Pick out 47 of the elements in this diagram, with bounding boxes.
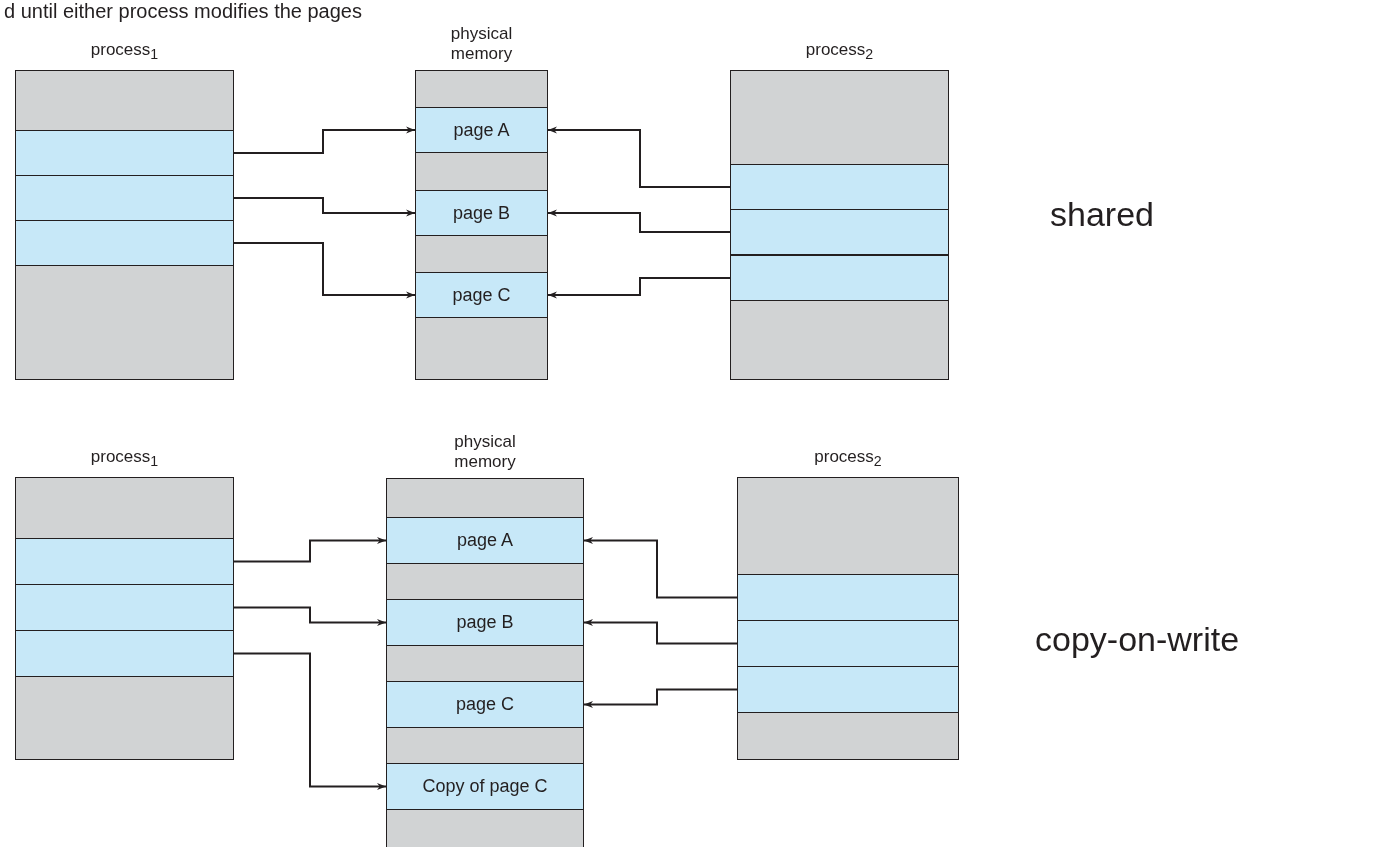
panel-label: shared [1050,195,1154,234]
page-slot [15,175,234,221]
heading-text: d until either process modifies the pages [4,0,362,23]
arrow [233,606,387,627]
panel-label: copy-on-write [1035,620,1240,659]
node-box [415,190,548,236]
block-heading: process$_{2}$ [805,39,874,64]
page-label: page A [456,530,514,551]
arrow [583,688,738,709]
page-slot [730,164,949,210]
arrow [547,277,731,299]
block-heading: process$_{1}$ [90,446,159,471]
node-box [415,272,548,318]
block-heading: process$_{2}$ [814,446,882,471]
arrow [233,126,416,154]
page-slot [15,630,234,677]
arrow [583,536,738,599]
page-slot [737,620,959,667]
node-box [386,763,584,810]
arrow [583,618,738,645]
node-box [415,107,548,153]
page-slot [15,220,234,266]
node-box [386,517,584,564]
arrow [233,242,416,299]
arrow [547,126,731,188]
page-label: page B [456,612,514,633]
page-slot [15,538,234,585]
page-slot [730,255,949,301]
page-slot [15,130,234,176]
arrow [233,652,387,791]
node-box [386,599,584,646]
block-heading: physical memory [449,24,514,64]
page-label: Copy of page C [422,776,548,797]
page-slot [730,209,949,255]
arrow [233,536,387,563]
page-label: page C [455,694,514,715]
arrow [233,197,416,217]
page-label: page C [452,284,511,306]
page-slot [737,574,959,621]
page-slot [737,666,959,713]
page-label: page B [452,202,511,224]
arrow [547,209,731,233]
page-label: page A [453,119,510,141]
node-box [386,681,584,728]
page-slot [15,584,234,631]
block-heading: physical memory [453,432,517,472]
block-heading: process$_{1}$ [90,39,159,64]
